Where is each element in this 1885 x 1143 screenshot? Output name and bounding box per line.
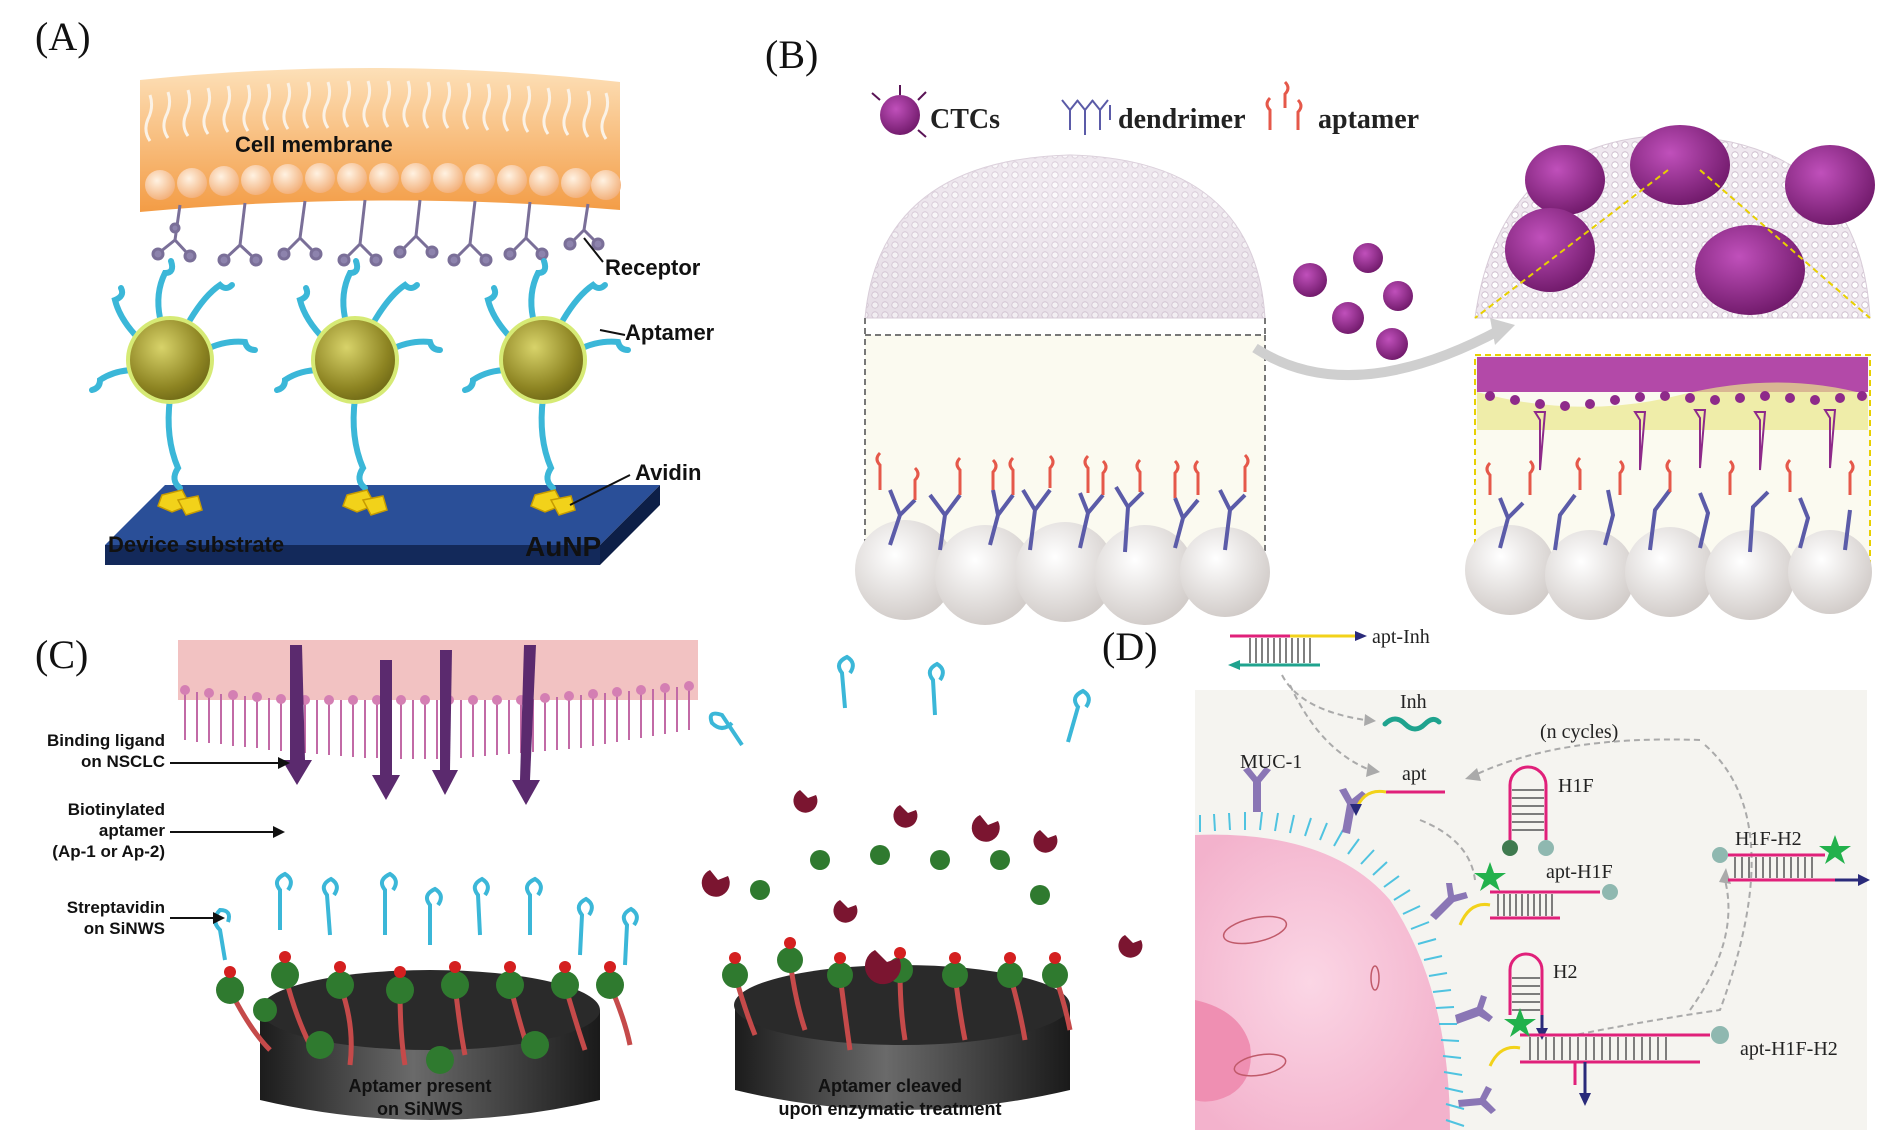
- aptamer-present-label-1: Aptamer present: [348, 1076, 491, 1096]
- panel-b-letter: (B): [765, 32, 818, 77]
- receptor-label: Receptor: [605, 255, 701, 280]
- h1f-label: H1F: [1558, 775, 1594, 797]
- device-substrate-label: Device substrate: [108, 532, 284, 557]
- h2-hairpin: [1508, 952, 1548, 1040]
- ctcs-legend-icon: [871, 85, 927, 138]
- panel-c: (C): [35, 632, 1143, 1120]
- apt-h1f-h2-complex: [1488, 1008, 1729, 1106]
- panel-c-letter: (C): [35, 632, 88, 677]
- apt-strand: [1350, 789, 1445, 816]
- aunp-aptamer-assembly: [89, 258, 631, 516]
- h1f-h2-label: H1F-H2: [1735, 828, 1802, 850]
- apt-label: apt: [1402, 763, 1427, 785]
- cell-surface-lipids: [1199, 811, 1465, 1127]
- ctcs-legend-label: CTCs: [930, 104, 1000, 135]
- biotinylated-aptamer-label-3: (Ap-1 or Ap-2): [52, 842, 165, 861]
- binding-ligand-label-2: on NSCLC: [81, 752, 165, 771]
- free-ctcs: [1293, 243, 1413, 360]
- apt-inh-duplex: [1228, 631, 1367, 670]
- right-zoom-inset: [1465, 169, 1872, 620]
- aptamer-present-label-2: on SiNWS: [377, 1099, 463, 1119]
- dendrimer-surface-dome: [864, 154, 1266, 319]
- aptamer-label: Aptamer: [625, 320, 715, 345]
- avidin-label: Avidin: [635, 460, 701, 485]
- h1f-h2-duplex: [1712, 835, 1870, 886]
- muc1-label: MUC-1: [1240, 751, 1302, 773]
- apt-inh-label: apt-Inh: [1372, 626, 1430, 648]
- aptamer-cleaved-label-1: Aptamer cleaved: [818, 1076, 962, 1096]
- biotinylated-aptamer-label-1: Biotinylated: [68, 800, 165, 819]
- streptavidin-label-2: on SiNWS: [84, 919, 165, 938]
- left-zoom-inset: [855, 318, 1270, 625]
- h1f-hairpin: [1502, 765, 1554, 856]
- aptamer-strands-present: [213, 871, 639, 1074]
- panel-a: (A): [35, 14, 715, 565]
- panel-a-letter: (A): [35, 14, 91, 59]
- h2-label: H2: [1553, 961, 1577, 983]
- biotinylated-aptamer-label-2: aptamer: [99, 821, 166, 840]
- aptamer-cleaved-label-2: upon enzymatic treatment: [778, 1099, 1001, 1119]
- panel-d: (D) apt-Inh Inh (n cycles): [1102, 624, 1870, 1130]
- streptavidin-label-1: Streptavidin: [67, 898, 165, 917]
- cell-membrane-label: Cell membrane: [235, 132, 393, 157]
- binding-ligand-label-1: Binding ligand: [47, 731, 165, 750]
- panel-b: (B) CTCs dendrimer aptamer: [765, 32, 1875, 625]
- inh-strand: [1382, 716, 1442, 732]
- dendrimer-legend-icon: [1061, 99, 1111, 135]
- aunp-label: AuNP: [525, 531, 601, 562]
- dendrimer-legend-label: dendrimer: [1118, 104, 1246, 135]
- aptamer-legend-icon: [1265, 80, 1303, 130]
- cell-membrane-graphic: [140, 67, 621, 267]
- apt-h1f-h2-label: apt-H1F-H2: [1740, 1038, 1838, 1060]
- n-cycles-label: (n cycles): [1540, 721, 1618, 743]
- nsclc-membrane-graphic: [178, 640, 698, 805]
- panel-d-letter: (D): [1102, 624, 1158, 669]
- cell-body: [1195, 834, 1450, 1130]
- captured-ctcs-dome: [1474, 125, 1875, 319]
- apt-h1f-label: apt-H1F: [1546, 861, 1613, 883]
- device-substrate-graphic: [105, 485, 660, 565]
- transition-arrow: [1252, 325, 1503, 380]
- inh-label: Inh: [1400, 691, 1427, 713]
- apt-h1f-complex: [1458, 862, 1618, 926]
- aptamer-legend-label: aptamer: [1318, 104, 1419, 135]
- cleaved-fragments: [701, 654, 1143, 1051]
